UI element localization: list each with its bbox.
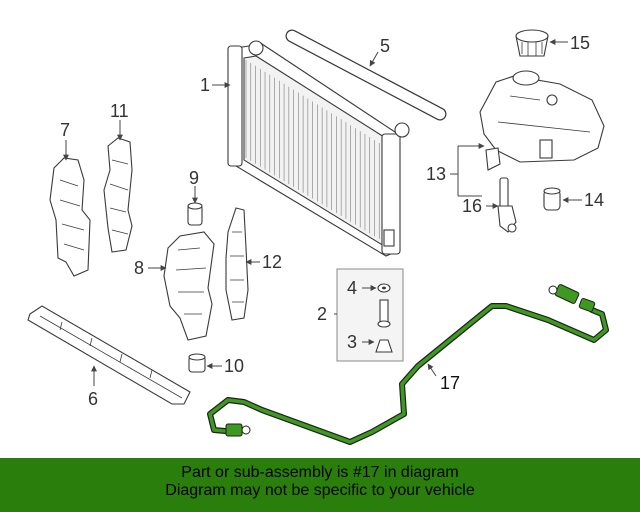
callout-6: 6 (88, 389, 98, 409)
part-14-mount[interactable] (543, 187, 561, 211)
part-8-bracket[interactable] (163, 231, 215, 341)
callout-2: 2 (317, 304, 327, 324)
callout-5: 5 (380, 36, 390, 56)
part-17-hose[interactable] (207, 284, 609, 445)
callout-4: 4 (347, 278, 357, 298)
radiator-fins (245, 60, 385, 242)
part-11-deflector[interactable] (103, 137, 133, 253)
hose-left-connector (225, 423, 251, 437)
callout-labels: 1 2 3 4 5 6 7 8 9 10 11 12 13 14 15 16 1… (60, 33, 604, 409)
part-6-air-guide[interactable] (27, 305, 191, 405)
part-16-sensor[interactable] (497, 177, 517, 233)
part-5-rod[interactable] (285, 29, 447, 121)
callout-8: 8 (134, 258, 144, 278)
callout-9: 9 (189, 168, 199, 188)
info-banner: Part or sub-assembly is #17 in diagram D… (0, 458, 640, 512)
callout-10: 10 (224, 356, 244, 376)
callout-1: 1 (200, 75, 210, 95)
callout-3: 3 (347, 332, 357, 352)
callout-17: 17 (440, 373, 460, 393)
part-12-bracket[interactable] (225, 207, 249, 321)
banner-line-2: Diagram may not be specific to your vehi… (165, 482, 475, 499)
banner-line-1: Part or sub-assembly is #17 in diagram (181, 464, 459, 481)
callout-12: 12 (262, 252, 282, 272)
part-1-radiator[interactable] (227, 40, 410, 257)
callout-7: 7 (60, 120, 70, 140)
part-9-bushing[interactable] (187, 202, 203, 226)
callout-13: 13 (426, 164, 446, 184)
part-13-expansion-tank[interactable] (479, 70, 605, 171)
parts-diagram: 1 2 3 4 5 6 7 8 9 10 11 12 13 14 15 16 1… (27, 29, 609, 445)
part-10-bushing[interactable] (188, 353, 206, 373)
callout-11: 11 (110, 101, 129, 121)
part-2-kit[interactable] (336, 268, 404, 362)
part-15-cap[interactable] (515, 29, 549, 57)
leader-lines (63, 39, 582, 386)
callout-16: 16 (462, 196, 482, 216)
callout-15: 15 (570, 33, 590, 53)
part-7-deflector[interactable] (49, 157, 91, 277)
hose-right-connector (548, 284, 596, 313)
callout-14: 14 (584, 190, 604, 210)
